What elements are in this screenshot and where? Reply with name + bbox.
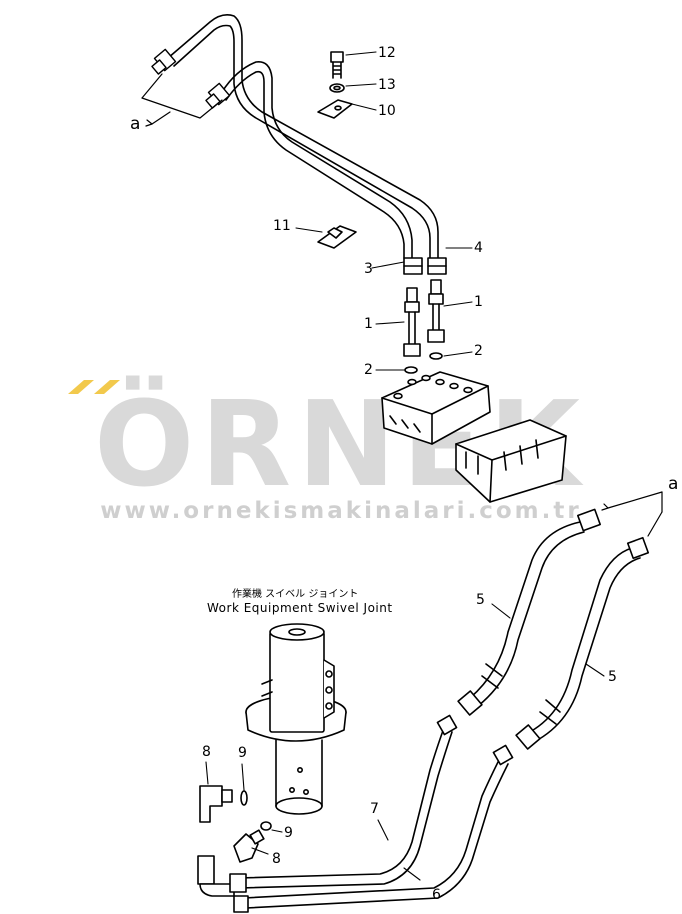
clamp-11 [317, 225, 357, 249]
callout-11: 11 [273, 218, 291, 234]
callout-8-lower: 8 [272, 851, 281, 867]
callout-5-left: 5 [476, 592, 485, 608]
o-ring-9-lower [260, 821, 272, 831]
callout-1-right: 1 [474, 294, 483, 310]
clamp-10 [317, 99, 353, 119]
callout-9-upper: 9 [238, 745, 247, 761]
elbows-at-tube-ends [197, 855, 249, 913]
callout-12: 12 [378, 45, 396, 61]
tube-nuts-at-valve [403, 257, 447, 275]
logo-umlaut-dots [68, 380, 120, 394]
callout-7: 7 [370, 801, 379, 817]
upper-tube-3 [221, 61, 413, 259]
o-ring-9-upper [240, 790, 248, 806]
watermark-url: www.ornekismakinalari.com.tr [100, 498, 582, 524]
lower-tube-7 [237, 714, 458, 889]
callout-8-upper: 8 [202, 744, 211, 760]
control-valve-lower [455, 419, 567, 503]
callout-13: 13 [378, 77, 396, 93]
callout-10: 10 [378, 103, 396, 119]
hose-5-left [457, 508, 601, 716]
ref-a-top: a [130, 114, 141, 134]
upper-tube-4 [167, 14, 439, 259]
swivel-joint [245, 623, 347, 815]
callout-1-left: 1 [364, 316, 373, 332]
caption-english: Work Equipment Swivel Joint [207, 601, 393, 615]
callout-2-left: 2 [364, 362, 373, 378]
control-valve-upper [381, 371, 491, 445]
connector-1-right [427, 279, 445, 343]
ref-a-right-leader [601, 491, 663, 537]
ref-a-right: a [668, 474, 679, 494]
callout-4: 4 [474, 240, 483, 256]
callout-2-right: 2 [474, 343, 483, 359]
callout-9-lower: 9 [284, 825, 293, 841]
tube-end-nut-upper-left [151, 48, 231, 109]
bolt-12 [330, 51, 344, 79]
hose-5-right [515, 536, 650, 750]
callout-6: 6 [432, 887, 441, 903]
ref-a-top-leader [141, 73, 223, 127]
washer-13 [329, 83, 345, 93]
caption-japanese: 作業機 スイベル ジョイント [232, 589, 359, 600]
o-rings-2 [404, 352, 443, 374]
callout-5-right: 5 [608, 669, 617, 685]
lower-tube-6 [243, 744, 514, 909]
elbow-8-lower [233, 829, 265, 863]
elbow-8-upper [199, 785, 233, 823]
callout-3: 3 [364, 261, 373, 277]
connector-1-left [403, 287, 421, 357]
